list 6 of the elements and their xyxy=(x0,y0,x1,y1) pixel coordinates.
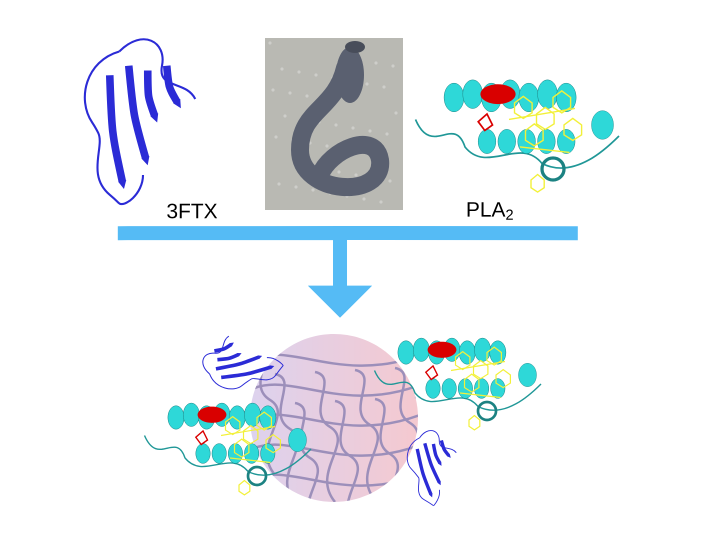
protein-ribbon-drawing xyxy=(414,80,620,193)
protein-label: 3FTX xyxy=(167,204,218,218)
protein-complex-drawing xyxy=(144,336,542,506)
protein-ribbon-drawing xyxy=(84,38,196,205)
snake-photo xyxy=(265,38,403,210)
protein-label: PLA$_{2}$ xyxy=(468,202,513,220)
